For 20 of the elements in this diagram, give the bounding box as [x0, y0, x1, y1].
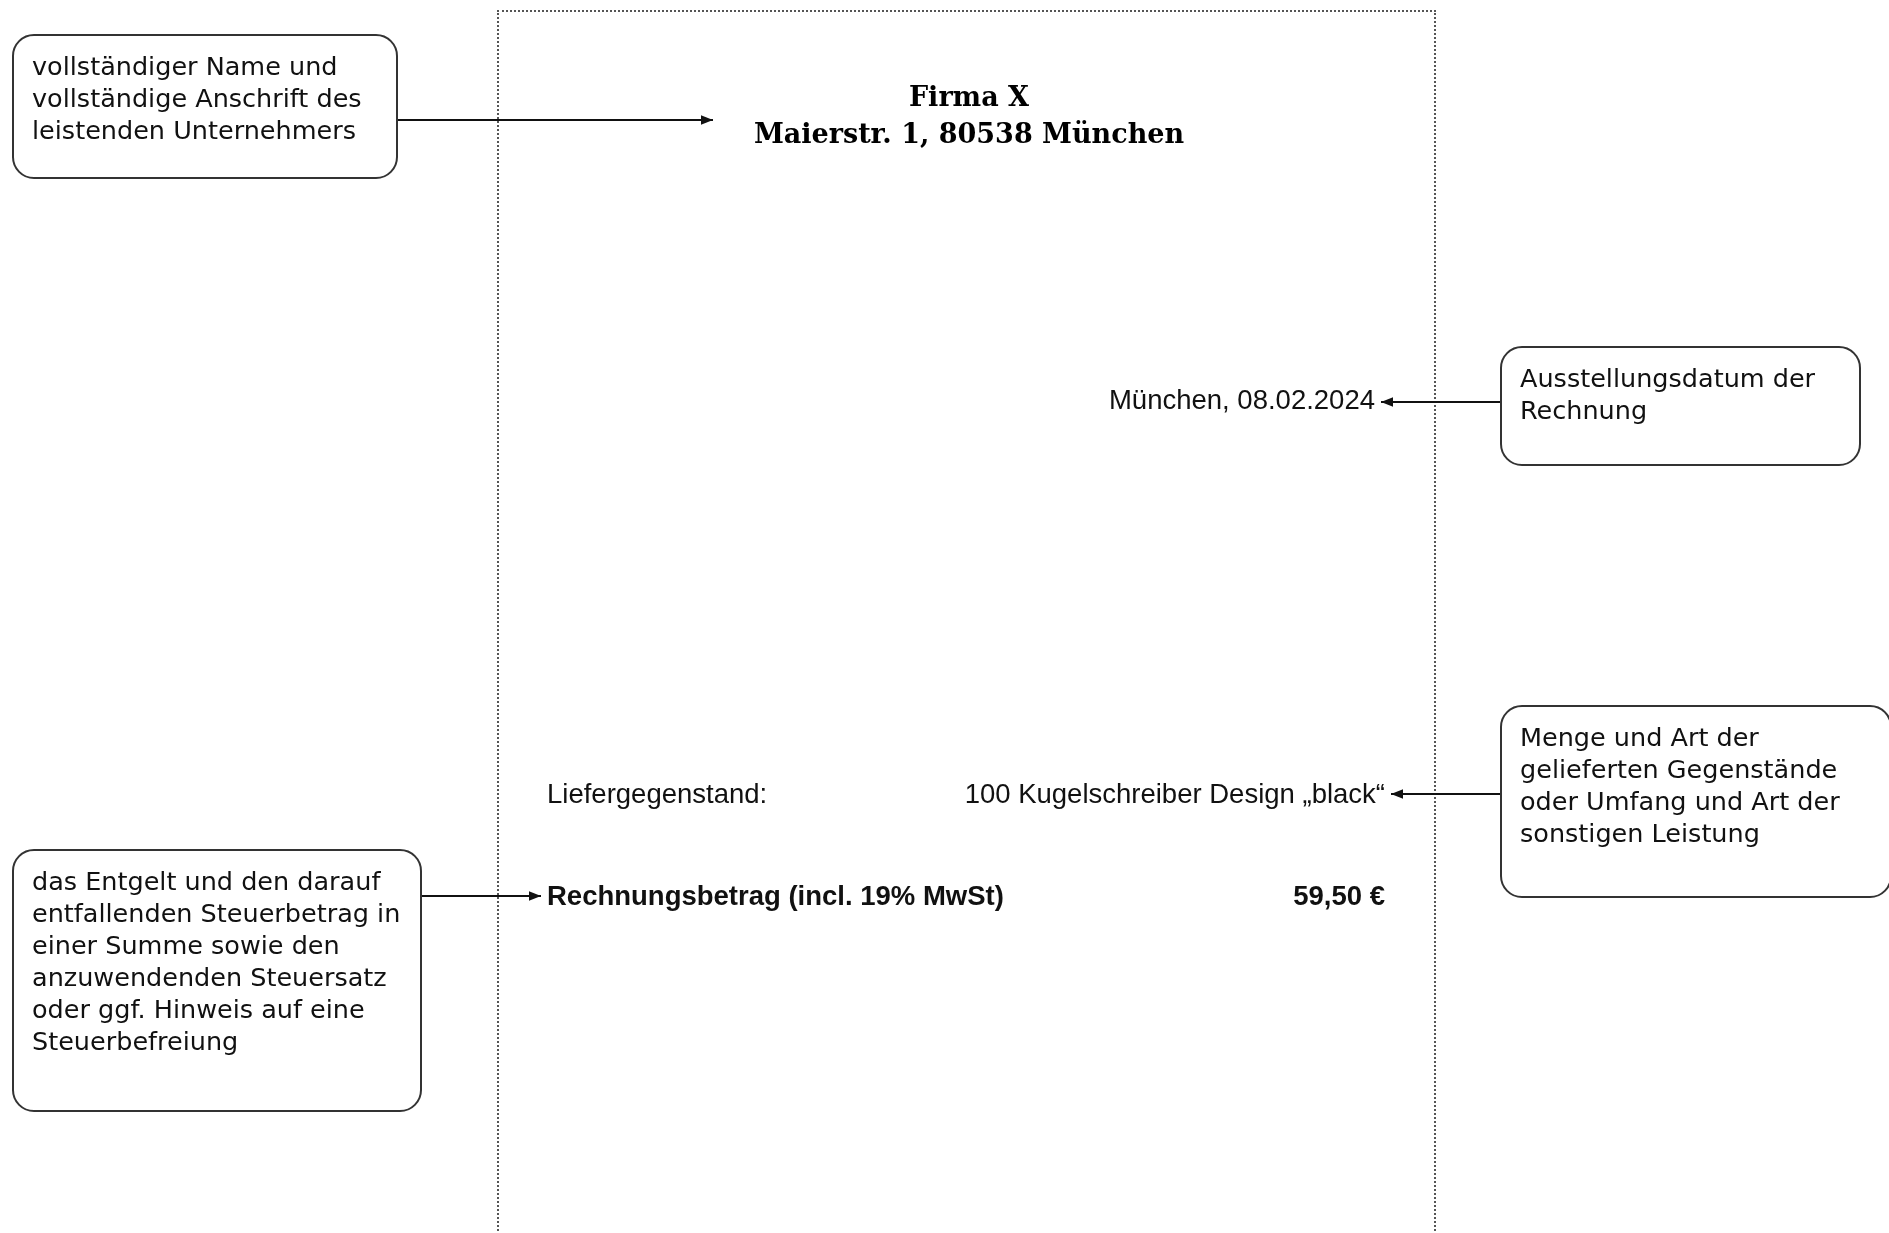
- total-amount: 59,50 €: [1293, 880, 1385, 912]
- callout-text: vollständiger Name und vollständige Anschrift des leistenden Unternehmers: [32, 50, 363, 146]
- callout-text: das Entgelt und den darauf entfallenden Steuerbetrag in einer Summe sowie den anzuwendenden Steuersatz oder ggf. Hinweis auf eine Steuerbefreiung: [32, 865, 402, 1057]
- item-label: Liefergegenstand:: [547, 778, 768, 810]
- callout-box: [1500, 705, 1889, 898]
- arrow: [1380, 397, 1501, 407]
- callout-box: [12, 849, 422, 1112]
- arrow: [397, 115, 714, 125]
- arrow: [421, 891, 542, 901]
- invoice-sheet: [497, 10, 1436, 1233]
- callout-text: Ausstellungsdatum der Rechnung: [1520, 362, 1817, 426]
- company-address: Maierstr. 1, 80538 München: [753, 117, 1185, 151]
- item-description: 100 Kugelschreiber Design „black“: [964, 778, 1385, 810]
- company-name: Firma X: [908, 80, 1030, 114]
- callout-box: [1500, 346, 1861, 466]
- callout-box: [12, 34, 398, 179]
- callout-text: Menge und Art der gelieferten Gegenstände oder Umfang und Art der sonstigen Leistung: [1520, 721, 1841, 849]
- total-label: Rechnungsbetrag (incl. 19% MwSt): [547, 880, 1004, 912]
- invoice-date: München, 08.02.2024: [1108, 384, 1375, 420]
- arrow: [1390, 789, 1501, 799]
